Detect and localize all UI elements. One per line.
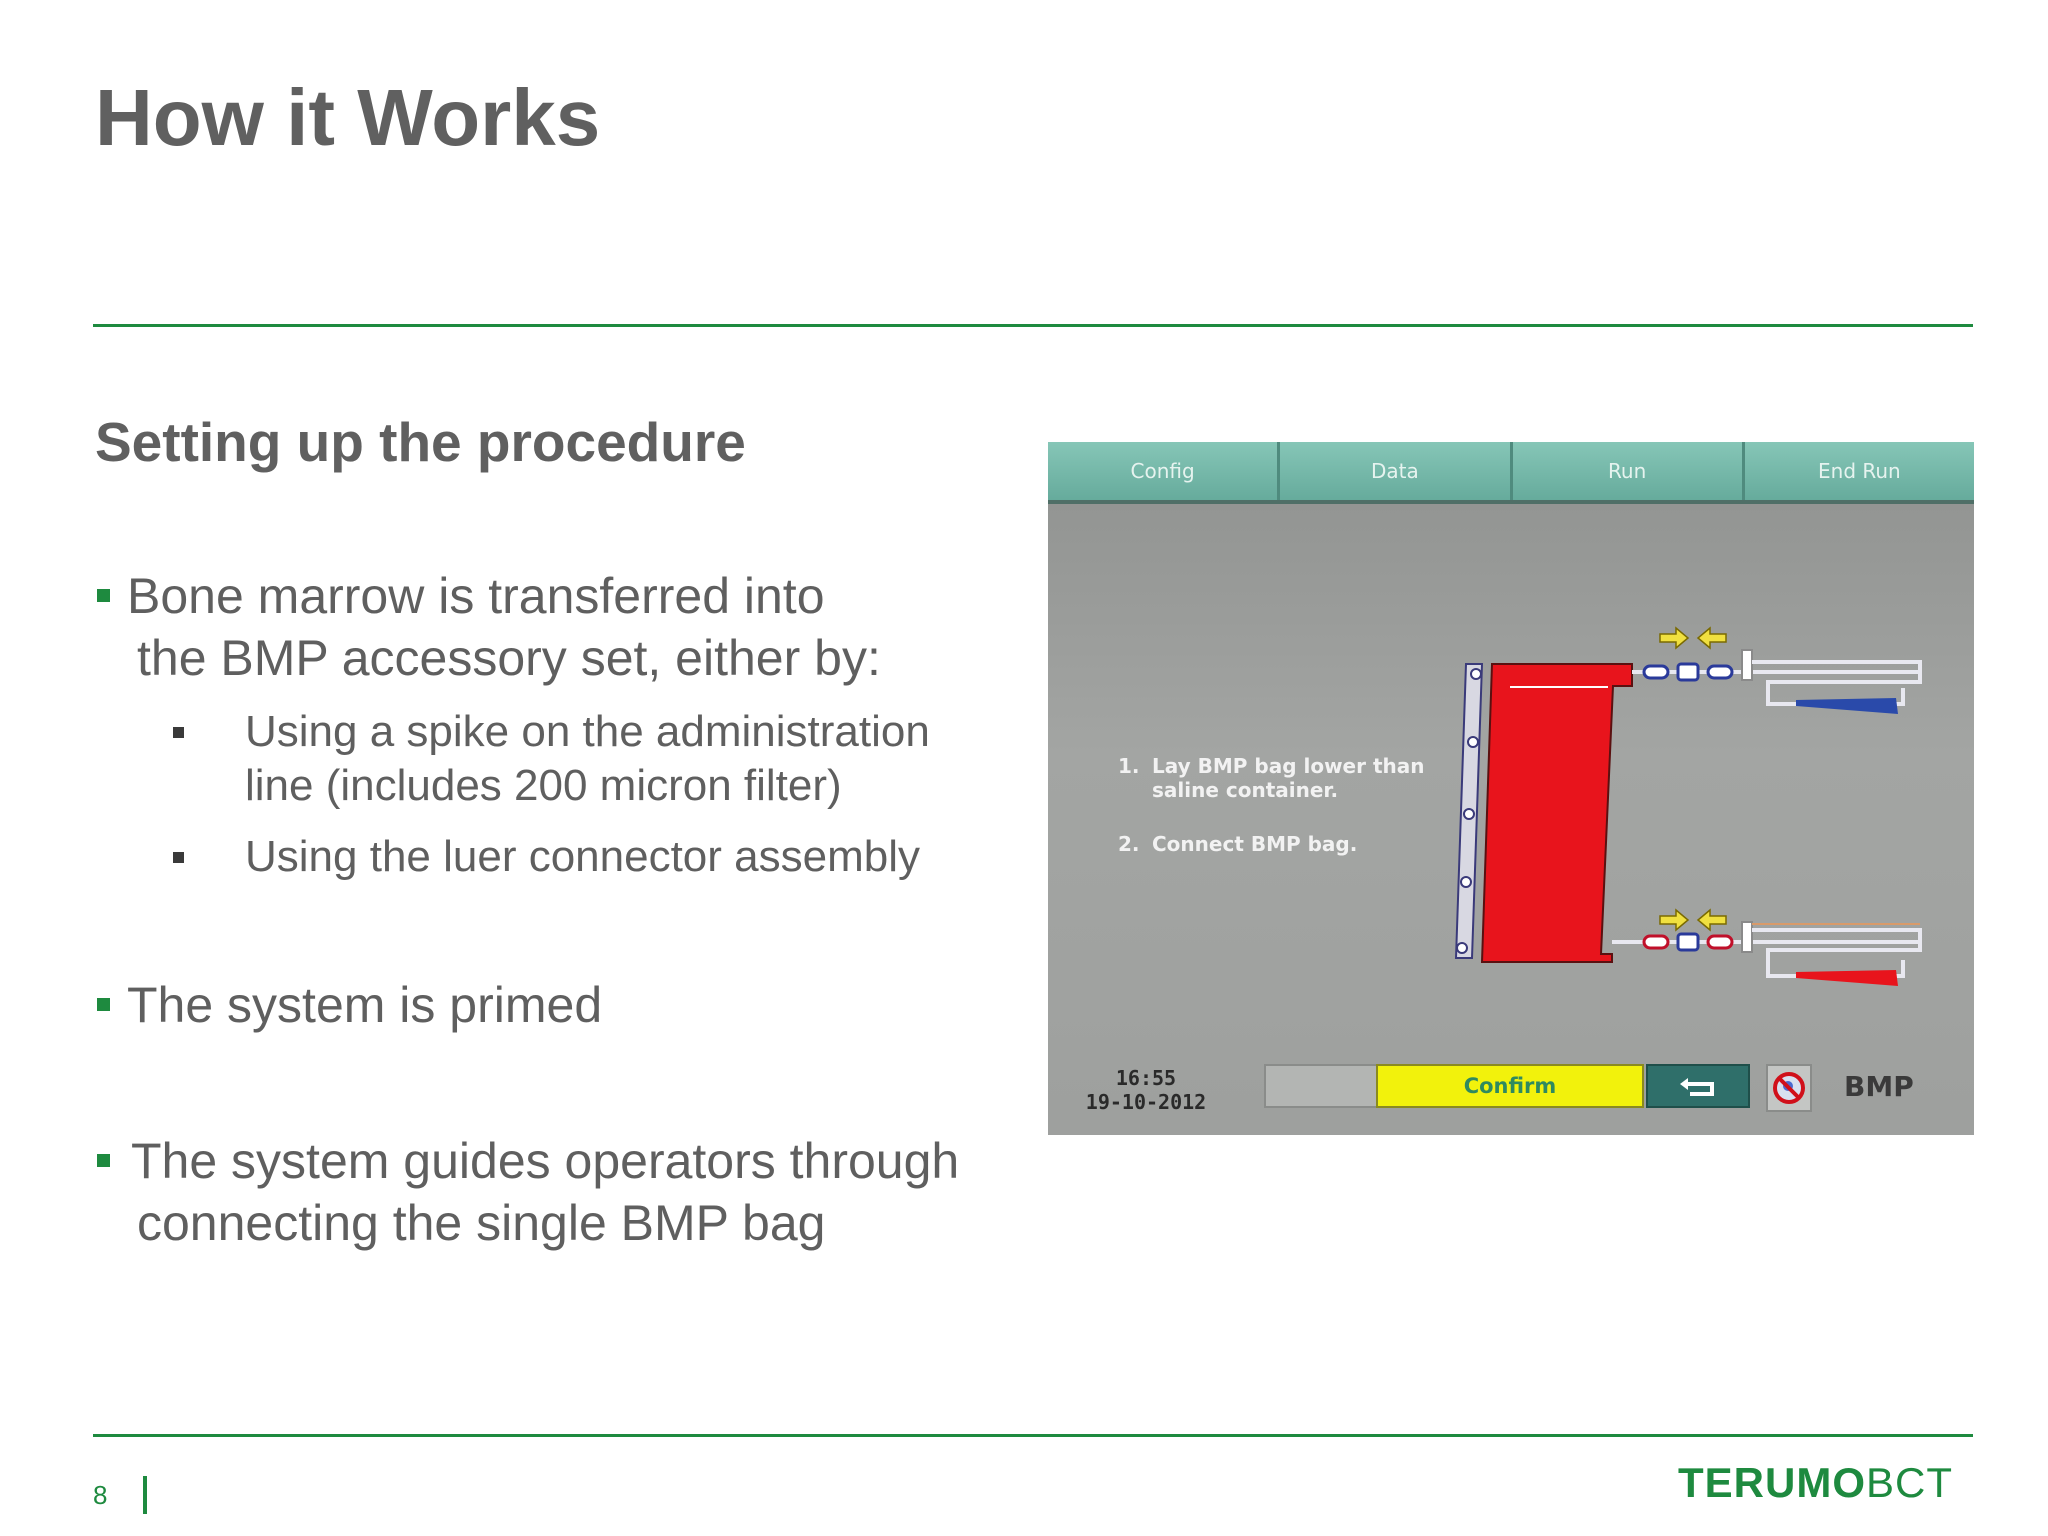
hanger-hole	[1463, 808, 1475, 820]
page-number-separator	[143, 1476, 147, 1514]
top-clamp	[1741, 649, 1753, 681]
sub-bullet-item: Using the luer connector assembly	[173, 830, 920, 884]
step-text: Connect BMP bag.	[1152, 832, 1358, 856]
arrow-left-icon	[1696, 626, 1727, 650]
instruction-step: 2. Connect BMP bag.	[1118, 832, 1438, 856]
top-connector	[1642, 664, 1670, 680]
device-tab-config[interactable]: Config	[1048, 442, 1281, 500]
device-date: 19-10-2012	[1085, 1090, 1207, 1114]
bullet-text: The system guides operators through	[131, 1133, 960, 1189]
hanger-hole	[1470, 668, 1482, 680]
device-mode-label: BMP	[1844, 1070, 1914, 1103]
bullet-text: connecting the single BMP bag	[137, 1195, 826, 1251]
hanger-hole	[1456, 942, 1468, 954]
back-arrow-icon	[1680, 1078, 1714, 1096]
arrow-right-icon	[1659, 626, 1690, 650]
sub-bullet-text: line (includes 200 micron filter)	[245, 761, 842, 810]
top-divider	[93, 324, 1973, 327]
top-connector	[1676, 662, 1700, 682]
page-number: 8	[93, 1480, 108, 1510]
sub-bullet-text: Using a spike on the administration	[245, 707, 930, 756]
bullet-marker	[97, 1154, 110, 1167]
hanger-hole	[1460, 876, 1472, 888]
top-clamp-blue	[1796, 698, 1898, 714]
bullet-text: Bone marrow is transferred into	[127, 568, 825, 624]
slide-title: How it Works	[95, 73, 601, 162]
device-empty-field	[1264, 1064, 1378, 1108]
device-tab-end-run[interactable]: End Run	[1744, 442, 1974, 500]
bottom-tubing	[1752, 928, 1922, 978]
arrow-left-icon	[1696, 908, 1727, 932]
step-number: 2.	[1118, 832, 1140, 856]
back-button[interactable]	[1646, 1064, 1750, 1108]
device-screenshot: Config Data Run End Run	[1048, 442, 1974, 1135]
no-sign-icon	[1773, 1072, 1805, 1104]
section-heading: Setting up the procedure	[95, 411, 746, 473]
bullet-text: The system is primed	[127, 977, 603, 1033]
bmp-bag-diagram	[1454, 626, 1922, 986]
bmp-bag	[1480, 663, 1633, 963]
step-number: 1.	[1118, 754, 1140, 778]
top-tubing	[1752, 660, 1922, 706]
logo-wordmark-bold: TERUMO	[1678, 1459, 1866, 1506]
bullet-item: The system guides operators through conn…	[97, 1130, 959, 1254]
confirm-button[interactable]: Confirm	[1376, 1064, 1644, 1108]
bullet-marker	[97, 998, 110, 1011]
bullet-marker	[97, 589, 110, 602]
bottom-clamp-red	[1796, 970, 1898, 986]
sub-bullet-item: Using a spike on the administration line…	[173, 705, 930, 813]
bullet-item: The system is primed	[97, 974, 602, 1036]
bottom-connector	[1642, 934, 1670, 950]
sub-bullet-text: Using the luer connector assembly	[245, 832, 920, 881]
logo-wordmark-light: BCT	[1866, 1459, 1953, 1506]
sub-bullet-marker	[173, 727, 184, 738]
step-text: Lay BMP bag lower than saline container.	[1152, 754, 1425, 802]
bottom-connector	[1676, 932, 1700, 952]
sub-bullet-marker	[173, 852, 184, 863]
top-connector	[1706, 664, 1734, 680]
device-tab-run[interactable]: Run	[1512, 442, 1745, 500]
bullet-item: Bone marrow is transferred into the BMP …	[97, 565, 881, 689]
bottom-connector	[1706, 934, 1734, 950]
device-instructions: 1. Lay BMP bag lower than saline contain…	[1118, 754, 1438, 886]
device-tab-bar: Config Data Run End Run	[1048, 442, 1974, 504]
hanger-hole	[1467, 736, 1479, 748]
arrow-right-icon	[1659, 908, 1690, 932]
device-clock: 16:55 19-10-2012	[1076, 1066, 1216, 1114]
terumo-bct-logo: TERUMOBCT	[1678, 1462, 1953, 1504]
bottom-divider	[93, 1434, 1973, 1437]
device-tab-data[interactable]: Data	[1280, 442, 1513, 500]
bullet-text: the BMP accessory set, either by:	[137, 630, 881, 686]
no-sign-button[interactable]	[1766, 1064, 1812, 1112]
bottom-clamp	[1741, 921, 1753, 953]
instruction-step: 1. Lay BMP bag lower than saline contain…	[1118, 754, 1438, 802]
device-time: 16:55	[1115, 1066, 1177, 1090]
